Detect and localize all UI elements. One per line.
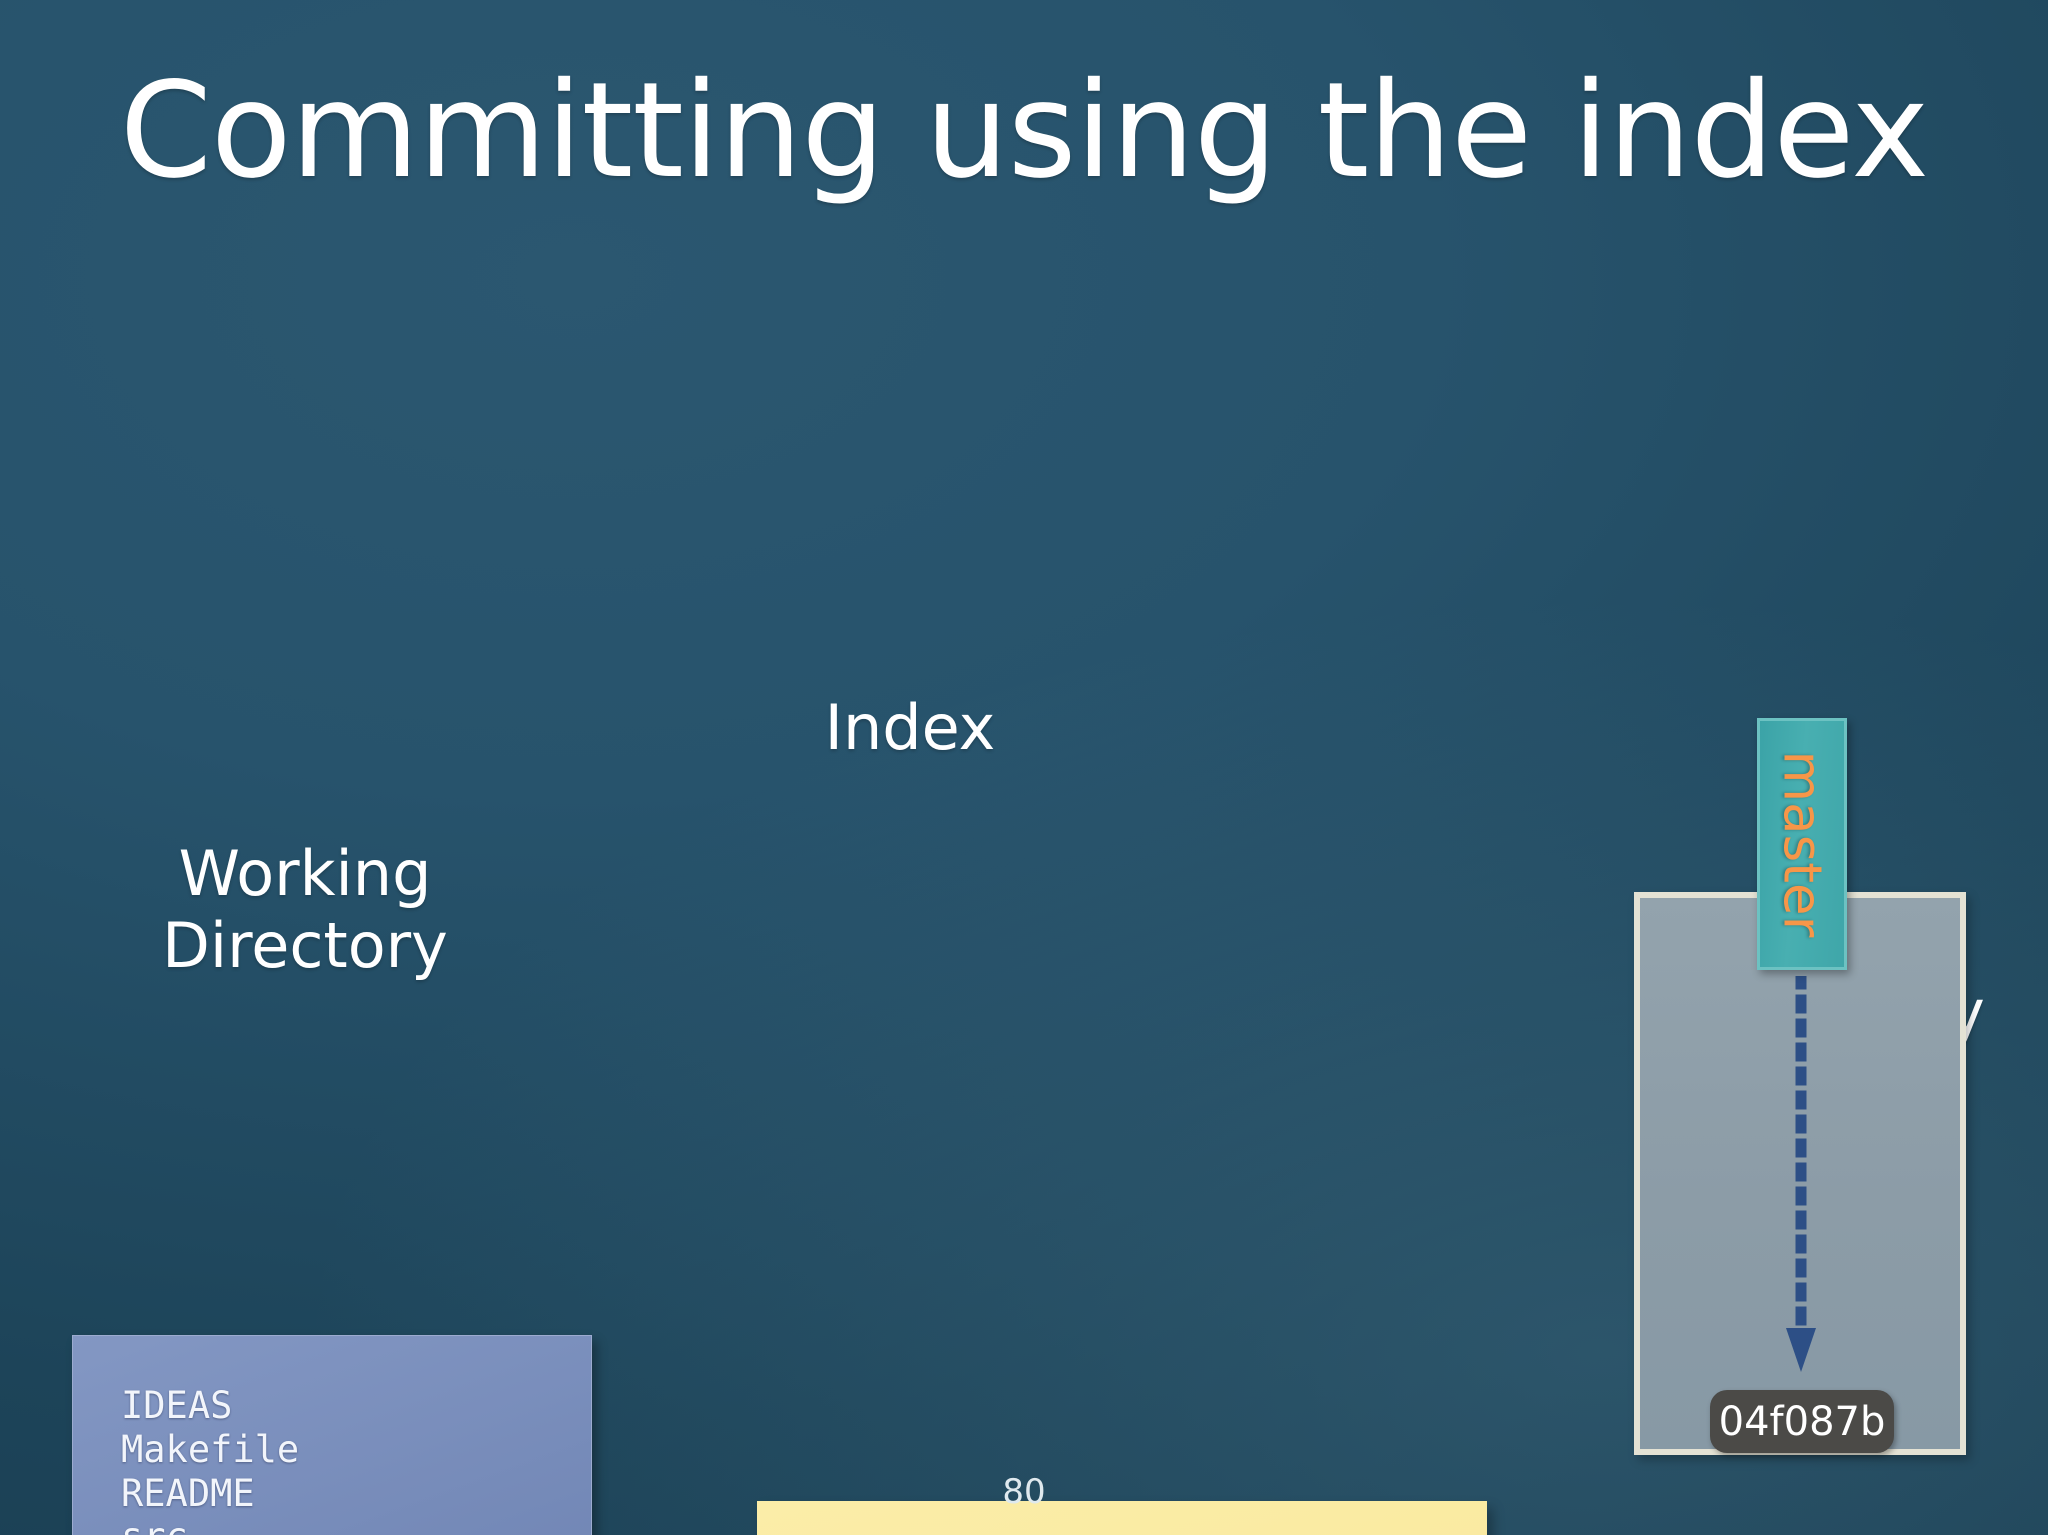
master-branch-label: master (1771, 750, 1833, 938)
working-directory-box: IDEAS Makefile README src |-- Makefile |… (72, 1335, 592, 1535)
index-box: IDEAS Makefile README src |-- Makefile |… (757, 1501, 1487, 1535)
index-heading: Index (824, 690, 996, 764)
page-title: Committing using the index (119, 54, 1930, 208)
working-directory-heading: Working Directory (162, 836, 448, 982)
branch-pointer-arrow (1786, 976, 1816, 1372)
master-branch-tag[interactable]: master (1757, 718, 1847, 970)
commit-hash-label: 04f087b (1718, 1398, 1886, 1445)
commit-hash-pill[interactable]: 04f087b (1710, 1390, 1894, 1453)
page-number: 80 (1002, 1472, 1046, 1512)
